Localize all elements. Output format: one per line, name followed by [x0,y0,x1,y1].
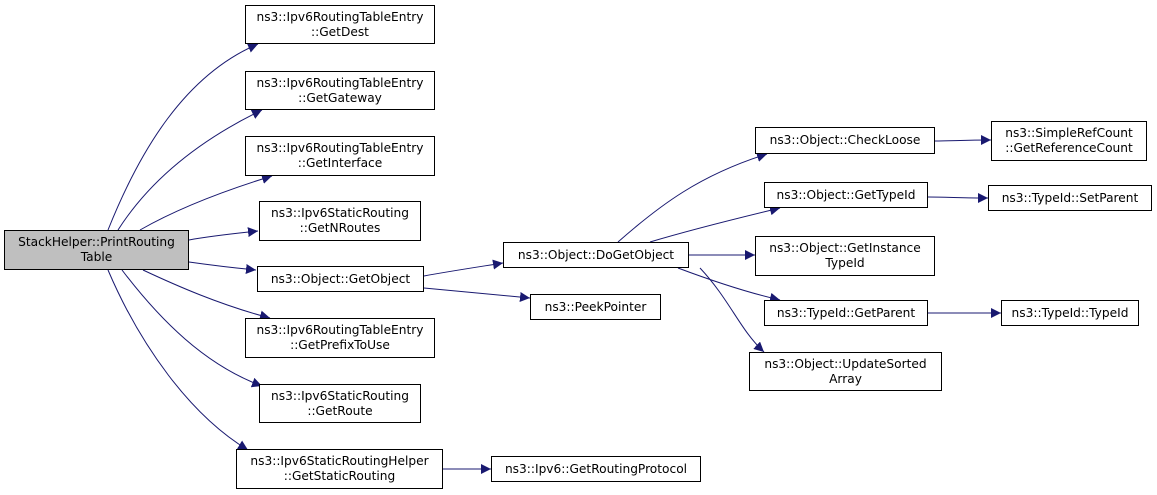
node-label-line: Array [829,371,862,386]
node-label-line: ::GetRoute [307,403,373,418]
edge-root-to-get_route [121,269,263,388]
edge-root-to-get_n_routes [188,227,259,241]
node-simplerefcount-getreferencecount[interactable]: ns3::SimpleRefCount ::GetReferenceCount [991,121,1147,161]
edge-do_get_object-to-update_sorted_array [699,267,765,353]
node-label-line: Table [80,250,113,264]
node-label-line: ::GetNRoutes [299,221,381,235]
node-object-gettypeid[interactable]: ns3::Object::GetTypeId [764,182,928,208]
node-ipv6-getroutingprotocol[interactable]: ns3::Ipv6::GetRoutingProtocol [491,456,701,482]
node-typeid-getparent[interactable]: ns3::TypeId::GetParent [764,300,928,326]
node-label-line: TypeId [825,256,865,270]
node-label-line: ::GetStaticRouting [283,469,396,483]
node-ipv6routingtableentry-getprefixtouse[interactable]: ns3::Ipv6RoutingTableEntry ::GetPrefixTo… [245,318,435,358]
node-label-line: ::GetInterface [297,156,383,170]
node-stackhelper-printroutingtable[interactable]: StackHelper::PrintRouting Table [4,230,189,270]
node-ipv6staticrouting-getroute[interactable]: ns3::Ipv6StaticRouting ::GetRoute [259,384,421,423]
node-label-line: ns3::TypeId::SetParent [1001,190,1139,205]
node-object-getobject[interactable]: ns3::Object::GetObject [257,266,424,292]
edge-do_get_object-to-typeid_get_parent [677,267,781,303]
node-label-line: ns3::TypeId::GetParent [776,305,916,320]
node-label-line: ::GetPrefixToUse [290,338,390,352]
node-label-line: ns3::Ipv6StaticRouting [271,206,409,220]
node-typeid-typeid[interactable]: ns3::TypeId::TypeId [1001,300,1139,326]
edge-get_object-to-peek_pointer [423,287,531,302]
node-label-line: ns3::Object::CheckLoose [769,133,921,147]
node-label-line: ns3::Ipv6::GetRoutingProtocol [504,461,688,476]
node-label-line: ns3::Ipv6StaticRouting [271,388,409,403]
node-label-line: ns3::Ipv6RoutingTableEntry [256,323,424,337]
node-label-line: ::GetReferenceCount [1005,141,1133,155]
node-object-updatesortedarray[interactable]: ns3::Object::UpdateSorted Array [749,352,942,391]
node-label-line: ns3::SimpleRefCount [1005,126,1133,140]
edge-root-to-get_static_routing [107,269,249,451]
node-object-dogetobject[interactable]: ns3::Object::DoGetObject [503,242,689,268]
node-label-line: ::GetGateway [298,90,382,105]
node-ipv6routingtableentry-getgateway[interactable]: ns3::Ipv6RoutingTableEntry ::GetGateway [245,71,435,110]
edge-root-to-get_gateway [117,109,263,231]
edge-do_get_object-to-check_loose [617,152,768,243]
node-label-line: ns3::Ipv6RoutingTableEntry [256,75,424,90]
edge-root-to-get_object [188,261,257,275]
node-label-line: StackHelper::PrintRouting [18,235,175,249]
edge-root-to-get_dest [107,43,259,231]
node-label-line: ns3::PeekPointer [544,299,647,314]
node-ipv6staticroutinghelper-getstaticrouting[interactable]: ns3::Ipv6StaticRoutingHelper ::GetStatic… [236,449,443,489]
node-object-checkloose[interactable]: ns3::Object::CheckLoose [755,127,935,154]
node-ipv6routingtableentry-getdest[interactable]: ns3::Ipv6RoutingTableEntry ::GetDest [245,5,435,44]
node-label-line: ns3::Ipv6RoutingTableEntry [256,141,424,155]
node-label-line: ns3::TypeId::TypeId [1011,305,1129,320]
node-label-line: ::GetDest [311,24,369,39]
edge-do_get_object-to-get_type_id [649,205,781,243]
edge-get_object-to-do_get_object [423,259,504,277]
node-ipv6staticrouting-getnroutes[interactable]: ns3::Ipv6StaticRouting ::GetNRoutes [259,201,421,241]
node-label-line: ns3::Object::GetInstance [769,241,921,255]
node-label-line: ns3::Object::DoGetObject [517,247,675,262]
node-label-line: ns3::Object::GetTypeId [776,187,916,202]
node-label-line: ns3::Object::UpdateSorted [764,356,927,371]
edge-get_type_id-to-typeid_set_parent [927,192,989,203]
node-label-line: ns3::Ipv6RoutingTableEntry [256,9,424,24]
node-label-line: ns3::Object::GetObject [270,271,411,286]
edge-root-to-get_interface [139,174,273,231]
edge-check_loose-to-get_reference_count [934,135,992,146]
edge-root-to-get_prefix_to_use [142,269,271,321]
node-label-line: ns3::Ipv6StaticRoutingHelper [250,454,429,468]
node-object-getinstancetypeid[interactable]: ns3::Object::GetInstance TypeId [755,236,935,276]
node-ipv6routingtableentry-getinterface[interactable]: ns3::Ipv6RoutingTableEntry ::GetInterfac… [245,136,435,176]
node-peekpointer[interactable]: ns3::PeekPointer [530,294,661,320]
node-typeid-setparent[interactable]: ns3::TypeId::SetParent [988,185,1152,211]
